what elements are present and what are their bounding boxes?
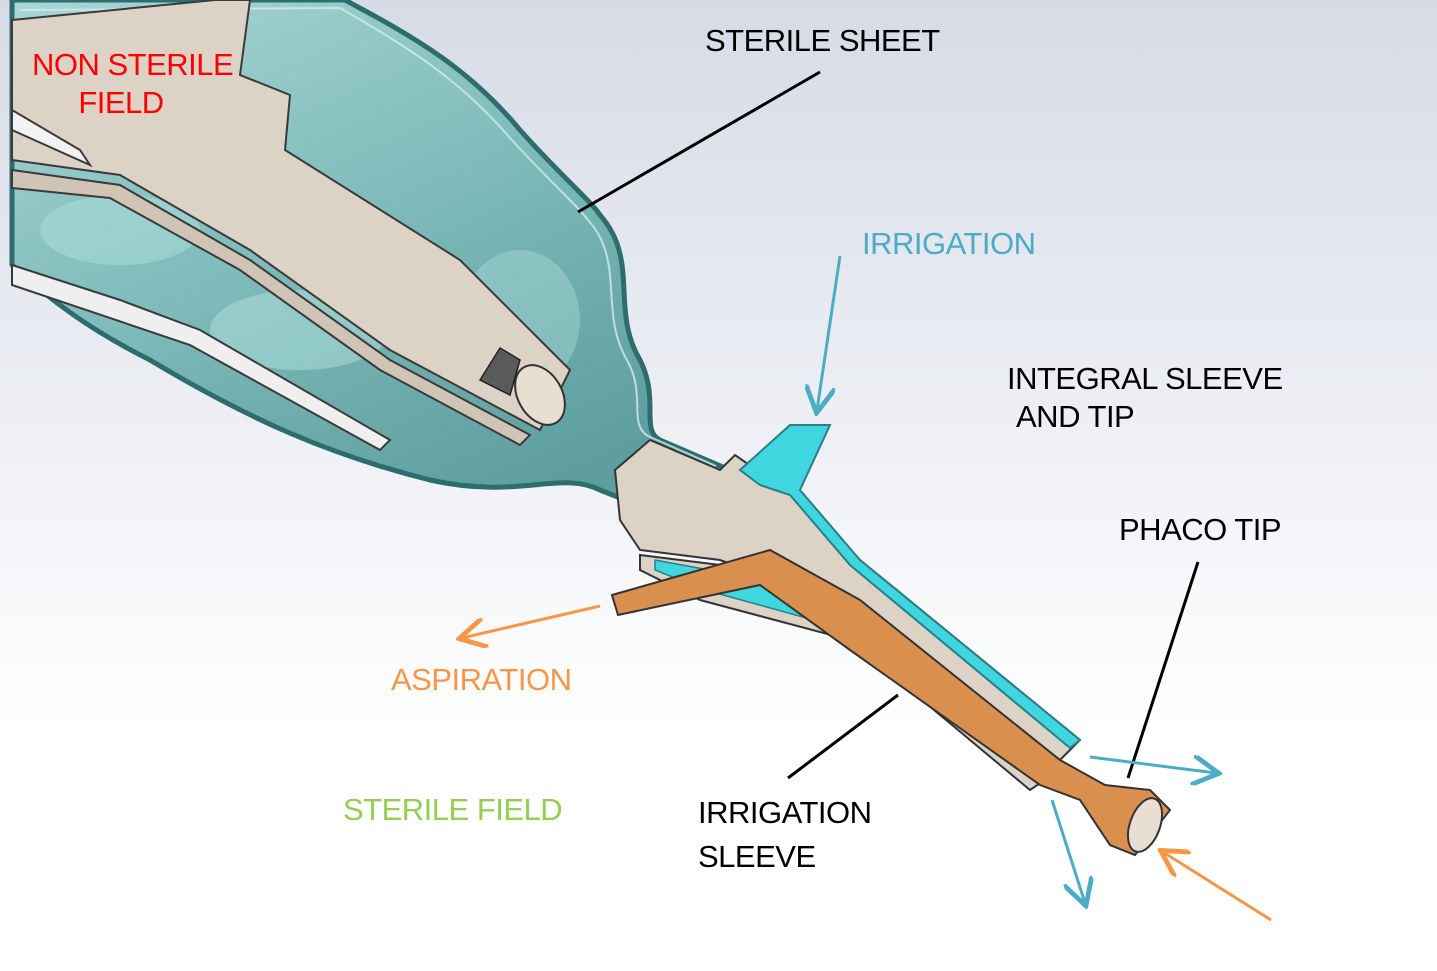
sterile-sheet-leader — [577, 70, 821, 214]
aspiration-label: ASPIRATION — [391, 662, 572, 697]
phaco-tip-leader — [1126, 561, 1200, 779]
irrigation-sleeve-line-1: IRRIGATION — [698, 795, 872, 830]
integral-sleeve-line-2: AND TIP — [1016, 399, 1135, 434]
irrigation-sleeve-label: IRRIGATION SLEEVE — [698, 791, 872, 879]
integral-sleeve-label: INTEGRAL SLEEVE AND TIP — [1007, 360, 1283, 436]
sterile-sheet-label: STERILE SHEET — [705, 23, 940, 58]
irrigation-label: IRRIGATION — [862, 226, 1036, 261]
sterile-field-label: STERILE FIELD — [343, 792, 563, 827]
irrigation-sleeve-line-2: SLEEVE — [698, 839, 816, 874]
irrigation-out-down-arrow-icon — [1050, 799, 1085, 903]
irrigation-out-arrow-icon — [1089, 757, 1216, 773]
aspiration-out-arrow-icon — [462, 604, 601, 638]
integral-sleeve-line-1: INTEGRAL SLEEVE — [1007, 361, 1283, 396]
irrigation-in-arrow-icon — [817, 255, 842, 410]
phaco-tip — [610, 548, 1172, 857]
non-sterile-field-line-1: NON STERILE — [32, 47, 234, 82]
phaco-tip-label: PHACO TIP — [1119, 512, 1282, 547]
irrigation-sleeve-leader — [787, 693, 899, 780]
aspiration-in-arrow-icon — [1163, 852, 1272, 922]
non-sterile-field-label: NON STERILE FIELD — [32, 46, 234, 122]
non-sterile-field-line-2: FIELD — [78, 85, 164, 120]
handpiece-body — [11, 0, 572, 452]
